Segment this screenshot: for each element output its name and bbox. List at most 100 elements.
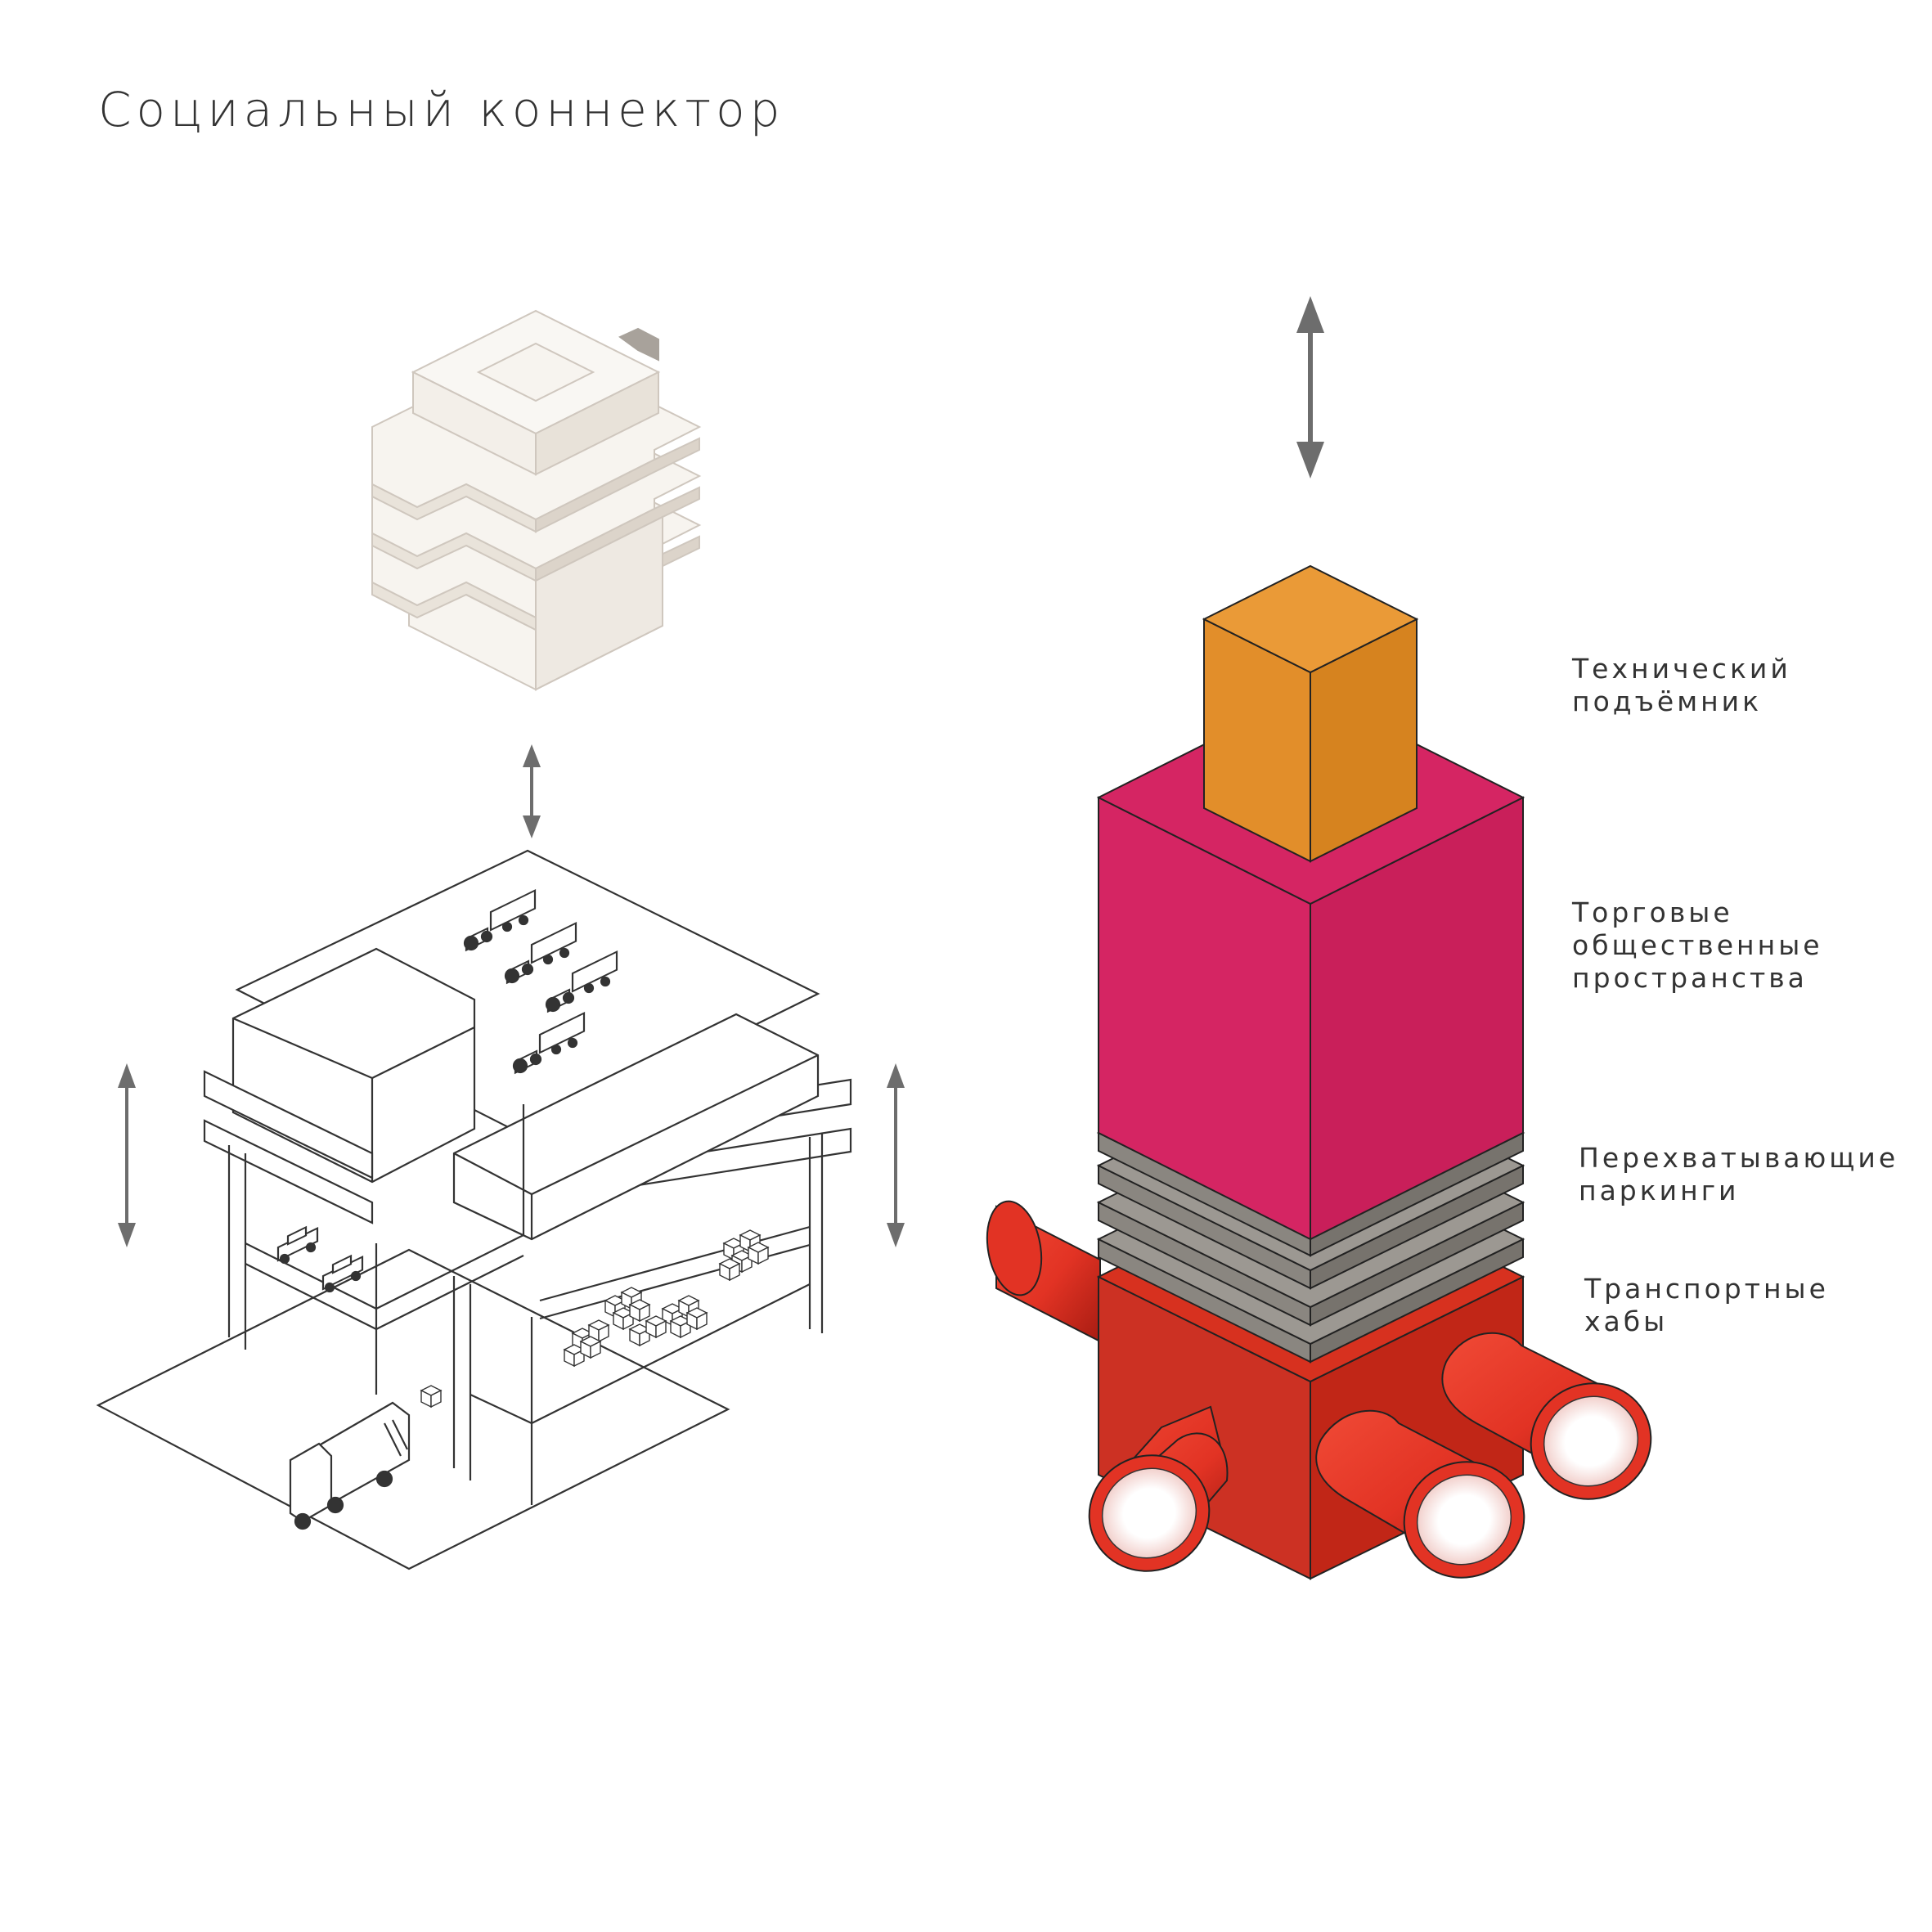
tube-back-left-cap (986, 1200, 1043, 1296)
ub-plate-1-edge-r (535, 437, 700, 533)
box-icon (579, 1336, 602, 1359)
lift-top-face (1202, 564, 1419, 674)
wheel (521, 963, 534, 976)
wheel (501, 921, 513, 932)
wheel (305, 1242, 317, 1253)
mid-shelf (245, 1234, 524, 1310)
box-right (757, 1246, 769, 1265)
arrow-head-up (887, 1063, 905, 1088)
upper-building (371, 309, 702, 691)
arrow-head-up (118, 1063, 136, 1088)
right-block (452, 1013, 820, 1241)
arrow-left (118, 1063, 136, 1247)
wheel (324, 1282, 335, 1293)
edge (531, 1054, 819, 1195)
page-title: Социальный коннектор (98, 82, 785, 137)
tractor-icon (512, 1012, 586, 1075)
label-tech-lift: Технический подъёмник (1572, 653, 1791, 717)
box-icon (685, 1307, 708, 1331)
wheel (550, 1044, 562, 1055)
wheel (583, 982, 595, 994)
wheel (350, 1270, 362, 1282)
car-icon (321, 1254, 364, 1293)
arrow-head-down (523, 815, 541, 838)
box-icon (612, 1307, 635, 1331)
slab-left-2 (203, 1119, 374, 1224)
stripe (392, 1419, 408, 1450)
slab-left (203, 1070, 374, 1179)
trailer (489, 889, 537, 932)
box-icon (669, 1315, 692, 1339)
edge (371, 1027, 475, 1079)
box-icon (718, 1258, 741, 1282)
wheel (504, 968, 520, 984)
box-icon (747, 1242, 770, 1265)
box-icon (628, 1299, 651, 1323)
truck-icon (289, 1401, 411, 1530)
car-roof (331, 1254, 353, 1274)
arrow-head-down (1296, 442, 1324, 479)
car-icon (276, 1225, 319, 1265)
trailer (538, 1012, 586, 1054)
box-icon (587, 1319, 610, 1343)
box-right (696, 1311, 708, 1331)
wheel (567, 1037, 578, 1049)
wheel (512, 1058, 528, 1074)
tractor-icon (504, 922, 577, 985)
mid-shelf-2 (245, 1255, 524, 1331)
edge (232, 1017, 373, 1080)
low-shelf (470, 1283, 811, 1425)
wheel (480, 930, 493, 943)
box-right (590, 1340, 601, 1359)
ub-cap-right (535, 371, 659, 476)
box-icon (645, 1315, 667, 1339)
wheel (545, 996, 561, 1013)
box-right (639, 1303, 650, 1323)
wheel (326, 1496, 344, 1514)
arrow-head-down (887, 1223, 905, 1247)
wheel (279, 1253, 290, 1265)
trailer (530, 922, 577, 964)
arrow-head-down (118, 1223, 136, 1247)
wheel (529, 1053, 542, 1066)
tube-back-left (986, 1200, 1101, 1343)
wheel (294, 1512, 312, 1530)
arrows (118, 296, 1324, 1247)
edge (453, 1152, 532, 1195)
lower-building (96, 849, 852, 1570)
ub-shaft-right (535, 515, 663, 691)
ub-cap-inner (476, 342, 595, 402)
label-transport-hubs: Транспортные хабы (1584, 1273, 1829, 1337)
box-right (430, 1389, 442, 1409)
arrow-right (887, 1063, 905, 1247)
ub-chimney (618, 327, 659, 362)
arrow-head-up (1296, 296, 1324, 333)
car-roof (286, 1225, 308, 1246)
wheel (542, 954, 554, 965)
tube-front-right-1 (1315, 1409, 1525, 1579)
box-right (655, 1319, 667, 1339)
tractor-icon (545, 950, 618, 1013)
wheel (559, 947, 570, 959)
wheel (518, 914, 529, 926)
box-right (598, 1323, 609, 1343)
box-right (729, 1262, 740, 1282)
tractor-icon (463, 889, 537, 952)
stripe (384, 1422, 402, 1457)
tube-front-right-2 (1441, 1332, 1652, 1500)
color-stack (986, 564, 1652, 1580)
wheel (375, 1470, 393, 1488)
tube-front-left-opening (1101, 1467, 1197, 1559)
arrow-lift (1296, 296, 1324, 479)
label-trade-spaces: Торговые общественные пространства (1572, 896, 1823, 994)
wheel (562, 991, 575, 1004)
label-parking: Перехватывающие паркинги (1579, 1142, 1899, 1206)
wheel (463, 935, 479, 951)
box-icon (420, 1385, 443, 1409)
tube-front-right-2-opening (1543, 1395, 1639, 1487)
tube-front-left (1088, 1405, 1229, 1572)
tube-front-right-1-opening (1416, 1474, 1512, 1566)
wheel (600, 976, 611, 987)
arrow-head-up (523, 744, 541, 767)
